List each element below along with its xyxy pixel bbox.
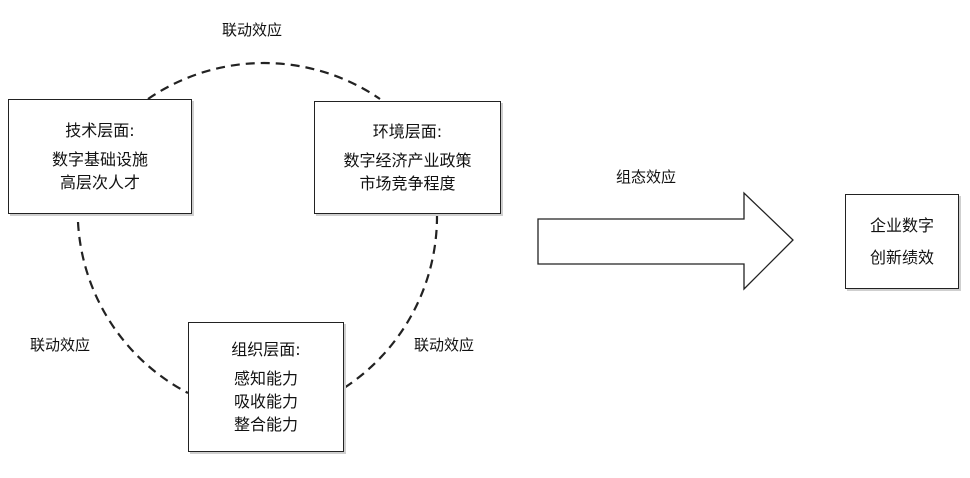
link-label-top: 联动效应 bbox=[222, 21, 283, 39]
config-arrow bbox=[537, 191, 794, 291]
link-label-left: 联动效应 bbox=[30, 336, 91, 354]
env-layer-item-2: 市场竞争程度 bbox=[359, 174, 456, 194]
org-layer-item-3: 整合能力 bbox=[233, 415, 298, 435]
link-arc-left bbox=[76, 221, 189, 394]
link-arc-right bbox=[343, 214, 439, 389]
org-layer-title: 组织层面: bbox=[231, 339, 301, 359]
tech-layer-title: 技术层面: bbox=[65, 120, 135, 140]
link-label-right: 联动效应 bbox=[414, 336, 475, 354]
org-layer-box: 组织层面: 感知能力 吸收能力 整合能力 bbox=[188, 322, 344, 452]
result-line-1: 企业数字 bbox=[869, 215, 934, 235]
tech-layer-box: 技术层面: 数字基础设施 高层次人才 bbox=[8, 99, 192, 214]
env-layer-box: 环境层面: 数字经济产业政策 市场竞争程度 bbox=[314, 101, 501, 214]
tech-layer-item-1: 数字基础设施 bbox=[51, 149, 148, 169]
env-layer-item-1: 数字经济产业政策 bbox=[343, 150, 472, 170]
tech-layer-item-2: 高层次人才 bbox=[59, 173, 140, 193]
link-arc-top bbox=[147, 62, 381, 100]
org-layer-item-2: 吸收能力 bbox=[233, 392, 298, 411]
env-layer-title: 环境层面: bbox=[372, 121, 443, 141]
result-line-2: 创新绩效 bbox=[869, 247, 934, 267]
org-layer-item-1: 感知能力 bbox=[233, 368, 298, 388]
config-label: 组态效应 bbox=[616, 168, 677, 186]
result-box: 企业数字 创新绩效 bbox=[845, 194, 959, 289]
